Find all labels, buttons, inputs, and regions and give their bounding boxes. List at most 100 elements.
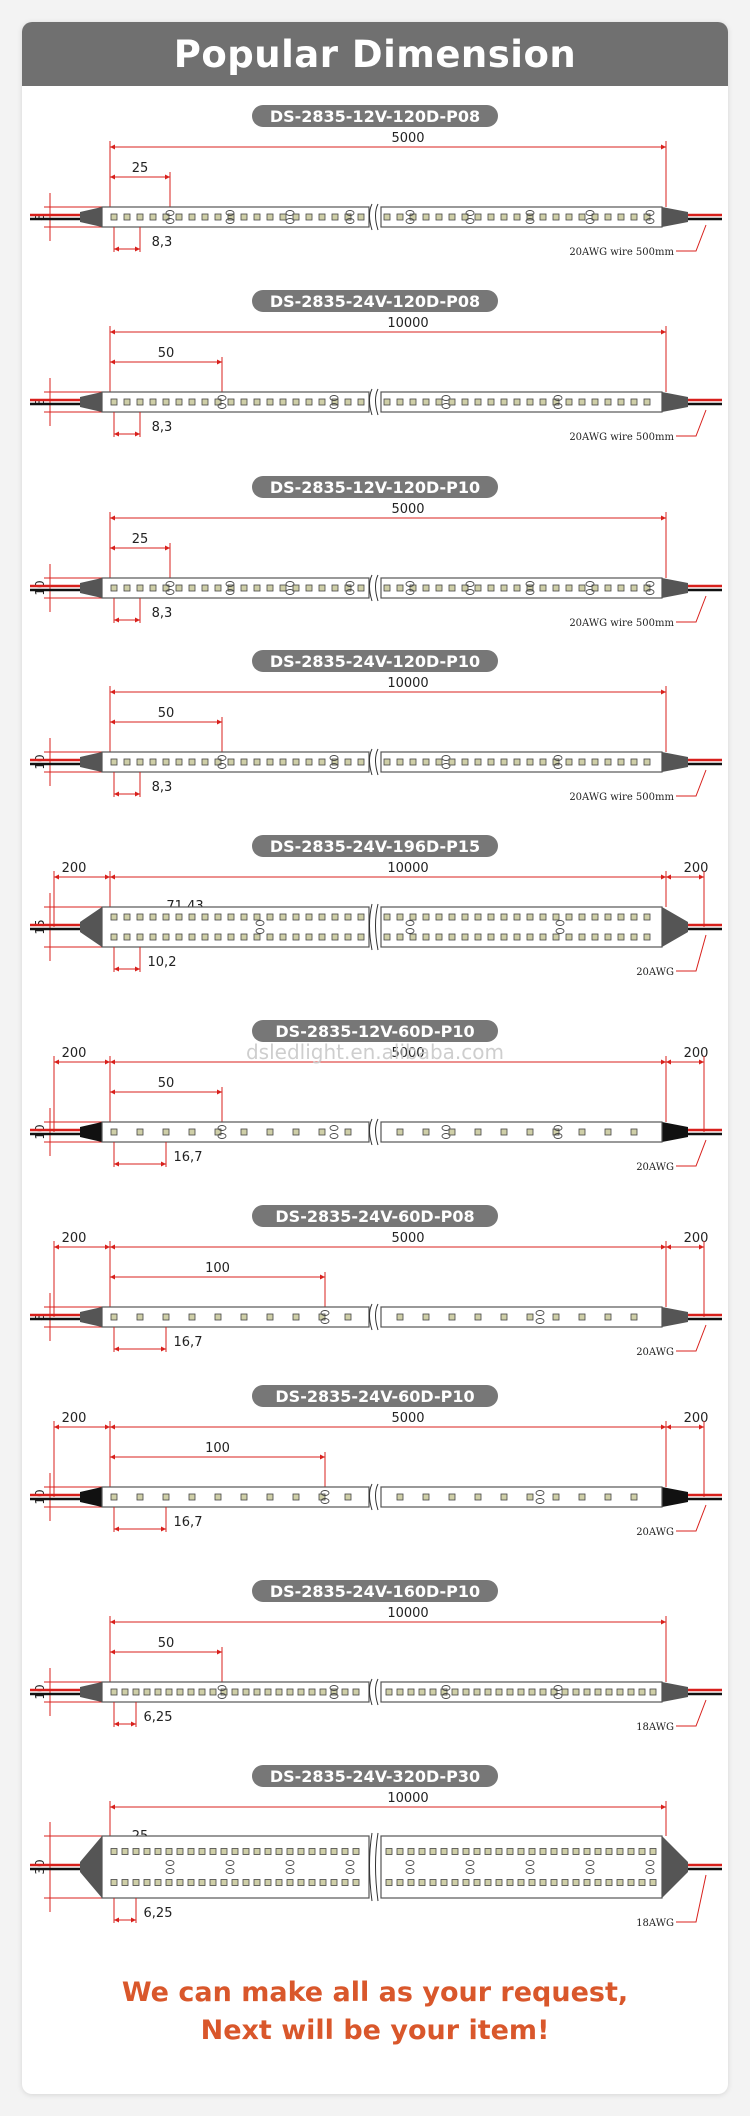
wire-label: 20AWG — [636, 967, 674, 978]
led-chip — [253, 933, 261, 941]
cut-mark-pad — [345, 1860, 355, 1866]
led-chip — [617, 584, 625, 592]
arrow-head — [110, 1804, 115, 1810]
led-chip — [201, 584, 209, 592]
led-chip — [591, 913, 599, 921]
cut-mark-pad — [345, 1868, 355, 1874]
length-label: 10000 — [387, 316, 428, 331]
arrow-head — [217, 719, 222, 725]
led-chip — [591, 213, 599, 221]
led-chip — [638, 1879, 646, 1886]
led-chip — [500, 913, 508, 921]
led-chip — [275, 1879, 283, 1886]
led-chip — [383, 584, 391, 592]
arrow-head — [161, 1161, 166, 1167]
led-chip — [616, 1879, 624, 1886]
strip-body-left — [101, 906, 370, 948]
led-chip — [578, 1128, 586, 1136]
led-chip — [495, 1848, 503, 1855]
led-chip — [487, 584, 495, 592]
led-chip — [487, 913, 495, 921]
cut-mark-pad — [225, 218, 235, 224]
unit-length-label: 25 — [132, 532, 149, 547]
led-chip — [110, 1128, 118, 1136]
arrow-head — [114, 966, 119, 972]
arrow-head — [54, 1059, 59, 1065]
led-chip — [318, 213, 326, 221]
cut-mark-pad — [553, 1133, 563, 1139]
strip-body-left — [101, 577, 370, 599]
led-chip — [461, 913, 469, 921]
arrow-head — [135, 431, 140, 437]
led-chip — [630, 1313, 638, 1321]
led-chip — [451, 1879, 459, 1886]
pitch-label: 8,3 — [152, 420, 173, 435]
arrow-head — [165, 174, 170, 180]
led-chip — [617, 933, 625, 941]
model-label-pill — [252, 835, 498, 857]
led-chip — [154, 1848, 162, 1855]
end-cap-left — [80, 752, 102, 772]
led-chip — [565, 398, 573, 406]
cut-mark-pad — [285, 589, 295, 595]
led-chip — [176, 1848, 184, 1855]
arrow-head — [666, 1244, 671, 1250]
led-chip — [188, 213, 196, 221]
led-chip — [383, 933, 391, 941]
arrow-head — [661, 515, 666, 521]
cut-mark-pad — [405, 920, 415, 926]
cut-mark-pad — [525, 218, 535, 224]
led-chip — [591, 398, 599, 406]
end-length-label: 200 — [684, 1411, 709, 1426]
arrow-head — [114, 791, 119, 797]
cut-mark-pad — [525, 1868, 535, 1874]
arrow-head — [114, 431, 119, 437]
led-chip — [132, 1879, 140, 1886]
led-chip — [253, 213, 261, 221]
led-chip — [175, 398, 183, 406]
arrow-head — [105, 1424, 110, 1430]
led-chip — [344, 1128, 352, 1136]
led-chip — [396, 933, 404, 941]
arrow-head — [699, 1059, 704, 1065]
led-chip — [617, 758, 625, 766]
led-chip — [526, 584, 534, 592]
led-chip — [451, 1688, 459, 1696]
led-chip — [357, 913, 365, 921]
pitch-label: 16,7 — [174, 1150, 203, 1165]
wire-label: 20AWG wire 500mm — [569, 247, 674, 258]
led-chip — [440, 1848, 448, 1855]
led-chip — [242, 1879, 250, 1886]
led-chip — [292, 1313, 300, 1321]
arrow-head — [217, 359, 222, 365]
led-chip — [330, 1879, 338, 1886]
led-chip — [552, 758, 560, 766]
unit-length-label: 50 — [158, 1076, 175, 1091]
led-chip — [591, 584, 599, 592]
wire-label: 20AWG — [636, 1347, 674, 1358]
arrow-head — [131, 1917, 136, 1923]
led-chip — [132, 1688, 140, 1696]
led-chip — [448, 758, 456, 766]
led-chip — [308, 1688, 316, 1696]
strip-body-right — [380, 1835, 663, 1899]
led-chip — [528, 1879, 536, 1886]
cut-mark-pad — [165, 1868, 175, 1874]
strip-break-mark — [369, 1118, 379, 1146]
led-chip — [305, 913, 313, 921]
page-title: Popular Dimension — [22, 22, 728, 86]
end-cap-left — [80, 907, 102, 947]
led-chip — [409, 584, 417, 592]
led-chip — [643, 913, 651, 921]
wire-label: 18AWG — [636, 1918, 674, 1929]
led-chip — [264, 1879, 272, 1886]
wire-leader-line — [676, 1504, 707, 1532]
led-chip — [526, 1493, 534, 1501]
led-chip — [297, 1879, 305, 1886]
led-chip — [227, 913, 235, 921]
arrow-head — [661, 874, 666, 880]
led-chip — [604, 1493, 612, 1501]
led-chip — [572, 1688, 580, 1696]
led-chip — [578, 1493, 586, 1501]
cut-mark-pad — [217, 1685, 227, 1691]
